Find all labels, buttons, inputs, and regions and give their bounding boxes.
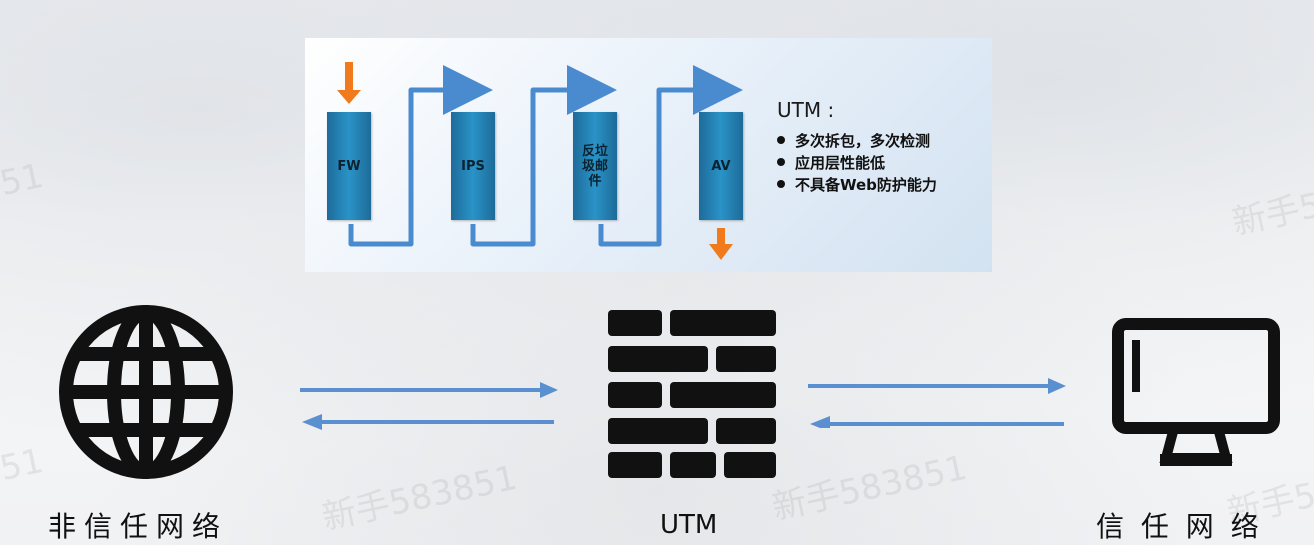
firewall-icon xyxy=(608,310,776,478)
right-connector-arrows xyxy=(808,378,1066,428)
bullet-item: 多次拆包，多次检测 xyxy=(777,130,937,152)
utm-bullet-list: 多次拆包，多次检测 应用层性能低 不具备Web防护能力 xyxy=(777,130,937,196)
monitor-icon xyxy=(1112,318,1280,466)
utm-panel-title: UTM : xyxy=(777,98,835,122)
stage-anti-spam: 反垃圾邮件 xyxy=(573,112,617,220)
utm-label: UTM xyxy=(660,510,718,540)
untrusted-network-label: 非信任网络 xyxy=(48,510,229,543)
utm-pipeline-panel: FW IPS 反垃圾邮件 AV UTM : 多次拆包，多次检测 应用层性能低 不… xyxy=(305,38,992,272)
bullet-item: 应用层性能低 xyxy=(777,152,937,174)
pipeline-connectors xyxy=(337,62,743,260)
bullet-item: 不具备Web防护能力 xyxy=(777,174,937,196)
stage-ips: IPS xyxy=(451,112,495,220)
globe-icon xyxy=(59,305,233,479)
stage-av: AV xyxy=(699,112,743,220)
stage-fw: FW xyxy=(327,112,371,220)
left-connector-arrows xyxy=(300,382,558,430)
trusted-network-label: 信 任 网 络 xyxy=(1096,510,1263,543)
